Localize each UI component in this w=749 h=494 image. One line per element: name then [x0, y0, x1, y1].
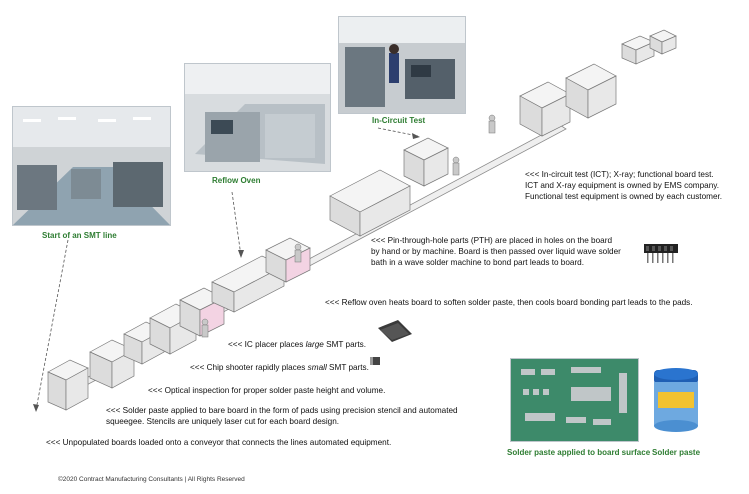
loader-note: <<< Unpopulated boards loaded onto a con…	[46, 438, 392, 447]
pth-note-line-3: bath in a wave solder machine to bond pa…	[371, 258, 585, 267]
ic-placer-note-em: large	[305, 340, 324, 349]
reflow-oven-photo	[184, 63, 331, 172]
chip-shooter-note-post: SMT parts.	[326, 363, 369, 372]
in-circuit-test-photo	[338, 16, 466, 114]
reflow-oven-label: Reflow Oven	[212, 176, 261, 185]
solder-paste-board-photo	[510, 358, 639, 442]
chip-shooter-note-pre: <<< Chip shooter rapidly places	[190, 363, 308, 372]
pth-connector-icon	[644, 244, 678, 263]
ict-note: <<< In-circuit test (ICT); X-ray; functi…	[525, 169, 722, 202]
ic-placer-note-post: SMT parts.	[323, 340, 366, 349]
machines	[47, 29, 677, 411]
pth-note-line-1: <<< Pin-through-hole parts (PTH) are pla…	[371, 236, 612, 245]
solder-paste-note-line-2: squeegee. Stencils are uniquely laser cu…	[106, 417, 340, 426]
chip-shooter-note-em: small	[307, 363, 327, 372]
chip-shooter-note: <<< Chip shooter rapidly places small SM…	[190, 362, 369, 373]
reflow-note: <<< Reflow oven heats board to soften so…	[325, 298, 693, 307]
pth-note: <<< Pin-through-hole parts (PTH) are pla…	[371, 235, 621, 268]
solder-paste-label: Solder paste	[652, 448, 701, 457]
solder-paste-note: <<< Solder paste applied to bare board i…	[106, 405, 458, 427]
ict-note-line-1: <<< In-circuit test (ICT); X-ray; functi…	[525, 170, 714, 179]
smt-line-photo	[12, 106, 171, 226]
copyright-text: ©2020 Contract Manufacturing Consultants…	[58, 476, 245, 483]
operators	[201, 114, 496, 338]
start-smt-line-label: Start of an SMT line	[42, 231, 117, 240]
optical-inspection-note: <<< Optical inspection for proper solder…	[148, 386, 386, 395]
arrow-heads	[33, 133, 420, 412]
solder-paste-note-line-1: <<< Solder paste applied to bare board i…	[106, 406, 458, 415]
ict-note-line-2: ICT and X-ray equipment is owned by EMS …	[525, 181, 720, 190]
in-circuit-test-label: In-Circuit Test	[372, 116, 426, 125]
ic-placer-note: <<< IC placer places large SMT parts.	[228, 339, 366, 350]
solder-paste-board-label: Solder paste applied to board surface	[507, 448, 651, 457]
ict-note-line-3: Functional test equipment is owned by ea…	[525, 192, 723, 201]
solder-paste-jar-photo	[648, 362, 704, 436]
pth-note-line-2: by hand or by machine. Board is then pas…	[371, 247, 621, 256]
small-chip-icon	[370, 357, 380, 365]
ic-placer-note-pre: <<< IC placer places	[228, 340, 306, 349]
ic-chip-icon	[378, 320, 412, 342]
callout-arrows	[35, 127, 419, 411]
